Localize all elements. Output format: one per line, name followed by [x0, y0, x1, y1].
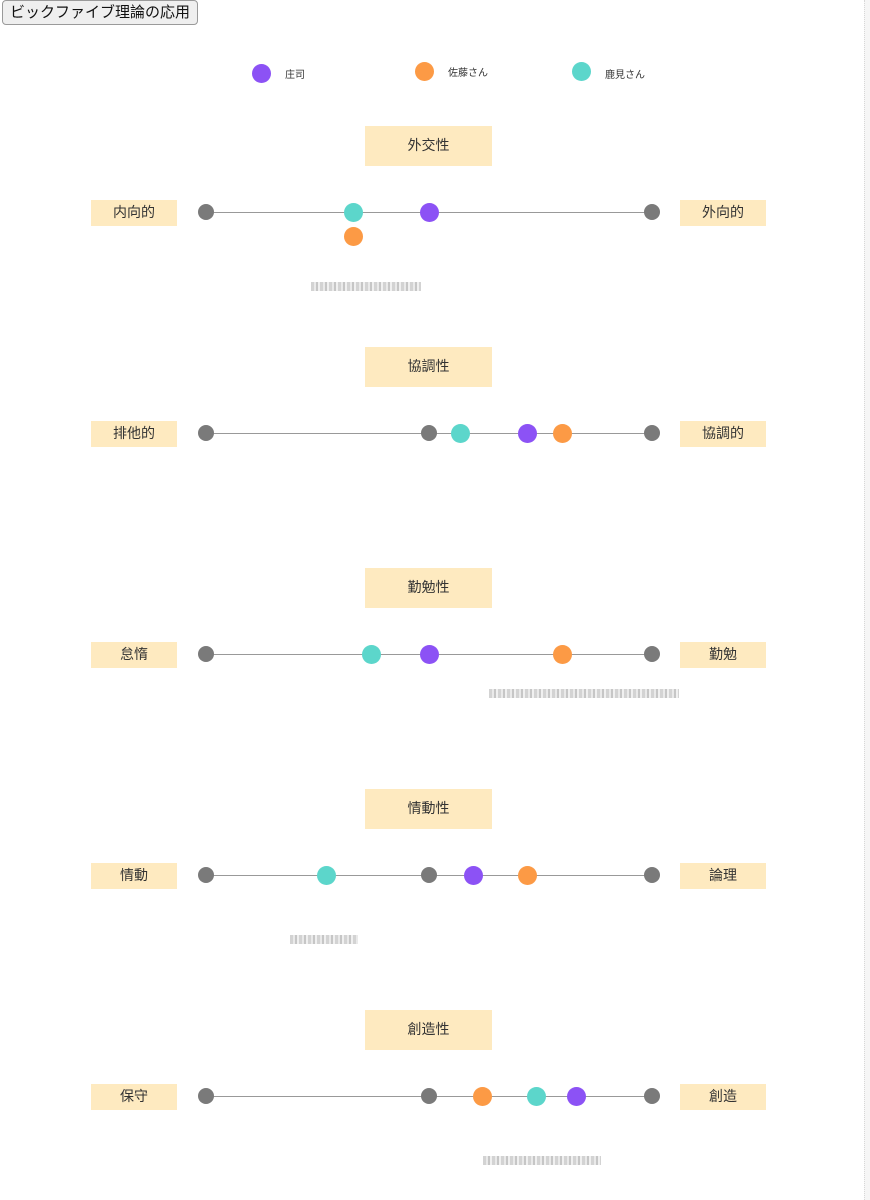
trait-title: 創造性	[365, 1010, 492, 1050]
legend-label-shoji: 庄司	[285, 70, 305, 81]
trait-left-label: 内向的	[91, 200, 177, 226]
scale-right-end-dot	[644, 646, 660, 662]
score-dot-sato	[517, 865, 537, 885]
scale-left-end-dot	[198, 204, 214, 220]
scale-right-end-dot	[644, 867, 660, 883]
scale-midpoint-dot	[421, 867, 437, 883]
trait-left-label: 情動	[91, 863, 177, 889]
scale-midpoint-dot	[421, 1088, 437, 1104]
scale-left-end-dot	[198, 646, 214, 662]
score-dot-sato	[553, 423, 573, 443]
scale-left-end-dot	[198, 425, 214, 441]
score-dot-sato	[553, 644, 573, 664]
legend-dot-shoji	[252, 64, 271, 83]
redacted-comment	[483, 1156, 601, 1165]
trait-left-label: 怠惰	[91, 642, 177, 668]
score-dot-shoji	[419, 644, 439, 664]
trait-right-label: 論理	[680, 863, 766, 889]
redacted-comment	[290, 935, 358, 944]
legend-item-kagomi: 鹿見さん	[572, 62, 645, 81]
legend-dot-kagomi	[572, 62, 591, 81]
score-dot-sato	[343, 226, 363, 246]
redacted-comment	[311, 282, 421, 291]
redacted-comment	[489, 689, 679, 698]
app-title-button[interactable]: ビックファイブ理論の応用	[2, 0, 199, 25]
score-dot-shoji	[419, 202, 439, 222]
score-dot-kagomi	[316, 865, 336, 885]
trait-right-label: 協調的	[680, 421, 766, 447]
score-dot-sato	[473, 1086, 493, 1106]
score-dot-shoji	[517, 423, 537, 443]
scale-right-end-dot	[644, 1088, 660, 1104]
scrollbar[interactable]	[864, 0, 870, 1200]
score-dot-shoji	[464, 865, 484, 885]
trait-right-label: 勤勉	[680, 642, 766, 668]
score-dot-kagomi	[450, 423, 470, 443]
scale-left-end-dot	[198, 1088, 214, 1104]
score-dot-shoji	[566, 1086, 586, 1106]
trait-title: 勤勉性	[365, 568, 492, 608]
legend-item-sato: 佐藤さん	[415, 62, 488, 81]
legend-item-shoji: 庄司	[252, 64, 305, 83]
trait-right-label: 外向的	[680, 200, 766, 226]
legend-label-kagomi: 鹿見さん	[605, 69, 645, 81]
score-dot-kagomi	[343, 202, 363, 222]
score-dot-kagomi	[526, 1086, 546, 1106]
legend-label-sato: 佐藤さん	[448, 68, 488, 79]
trait-left-label: 保守	[91, 1084, 177, 1110]
legend-dot-sato	[415, 62, 434, 81]
scale-right-end-dot	[644, 204, 660, 220]
trait-title: 情動性	[365, 789, 492, 829]
trait-title: 協調性	[365, 347, 492, 387]
trait-right-label: 創造	[680, 1084, 766, 1110]
score-dot-kagomi	[361, 644, 381, 664]
scale-midpoint-dot	[421, 425, 437, 441]
scale-right-end-dot	[644, 425, 660, 441]
trait-left-label: 排他的	[91, 421, 177, 447]
trait-title: 外交性	[365, 126, 492, 166]
scale-left-end-dot	[198, 867, 214, 883]
